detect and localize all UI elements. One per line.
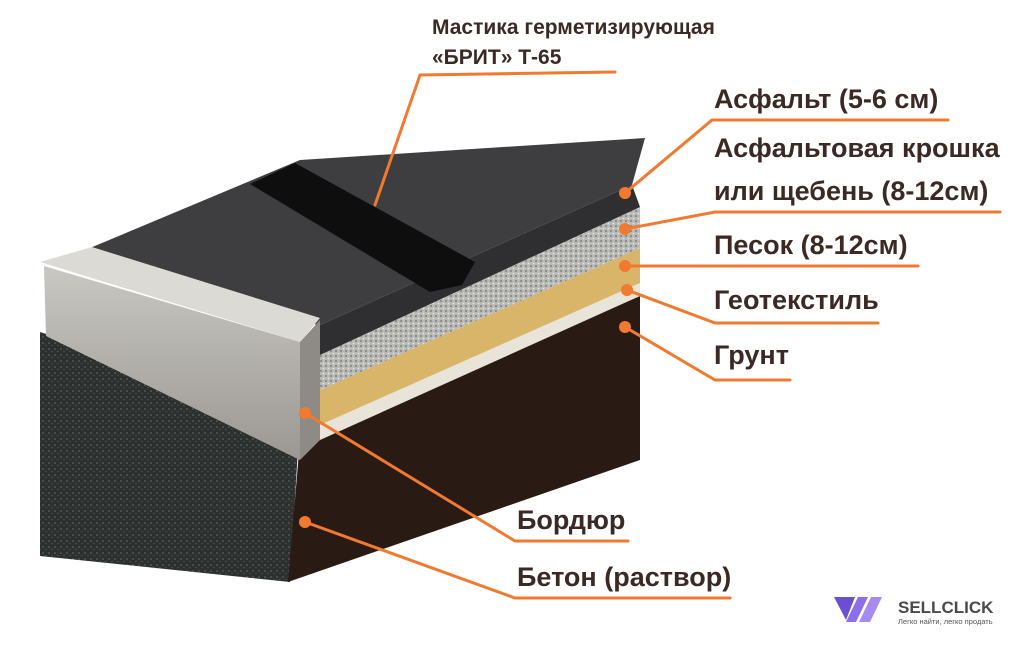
crumb-label-line1: Асфальтовая крошка	[714, 133, 1001, 163]
leader-geotextile	[625, 288, 880, 325]
soil-label: Грунт	[714, 340, 789, 370]
geotextile-layer	[320, 283, 640, 440]
leader-curb	[303, 411, 630, 543]
sand-label: Песок (8-12см)	[714, 230, 908, 260]
curb-label: Бордюр	[517, 505, 625, 535]
concrete-label: Бетон (раствор)	[517, 562, 731, 592]
marker-dot	[299, 516, 311, 528]
curb-side	[300, 320, 320, 460]
marker-dot	[619, 321, 631, 333]
soil-layer	[288, 296, 640, 582]
leader-asphalt	[623, 118, 950, 195]
logo-mark-icon	[834, 597, 855, 620]
mastic-band	[250, 163, 475, 292]
sand-layer	[320, 248, 640, 425]
geotextile-label: Геотекстиль	[714, 285, 879, 315]
asphalt-label: Асфальт (5-6 см)	[714, 84, 938, 114]
leader-soil	[623, 325, 792, 382]
logo-stripe-icon	[859, 597, 882, 622]
crumb-label-line2: или щебень (8-12см)	[714, 176, 988, 206]
leader-crumb	[623, 210, 1002, 231]
curb-top	[40, 247, 320, 342]
sellclick-logo: SELLCLICK Легко найти, легко продать	[834, 597, 994, 626]
mastic-label-line2: «БРИТ» Т-65	[432, 46, 562, 69]
marker-dot	[619, 187, 631, 199]
logo-stripe-icon	[846, 597, 868, 622]
mastic-label-line1: Мастика герметизирующая	[432, 16, 715, 39]
leader-concrete	[303, 520, 732, 600]
crumb-layer	[320, 207, 640, 390]
asphalt-side	[320, 185, 640, 355]
marker-dot	[619, 260, 631, 272]
marker-dot	[621, 284, 633, 296]
marker-dot	[299, 407, 311, 419]
marker-dot	[619, 223, 631, 235]
logo-name: SELLCLICK	[898, 598, 994, 617]
leader-mastic	[373, 70, 617, 207]
curb-front	[44, 266, 300, 460]
logo-tagline: Легко найти, легко продать	[898, 617, 993, 626]
